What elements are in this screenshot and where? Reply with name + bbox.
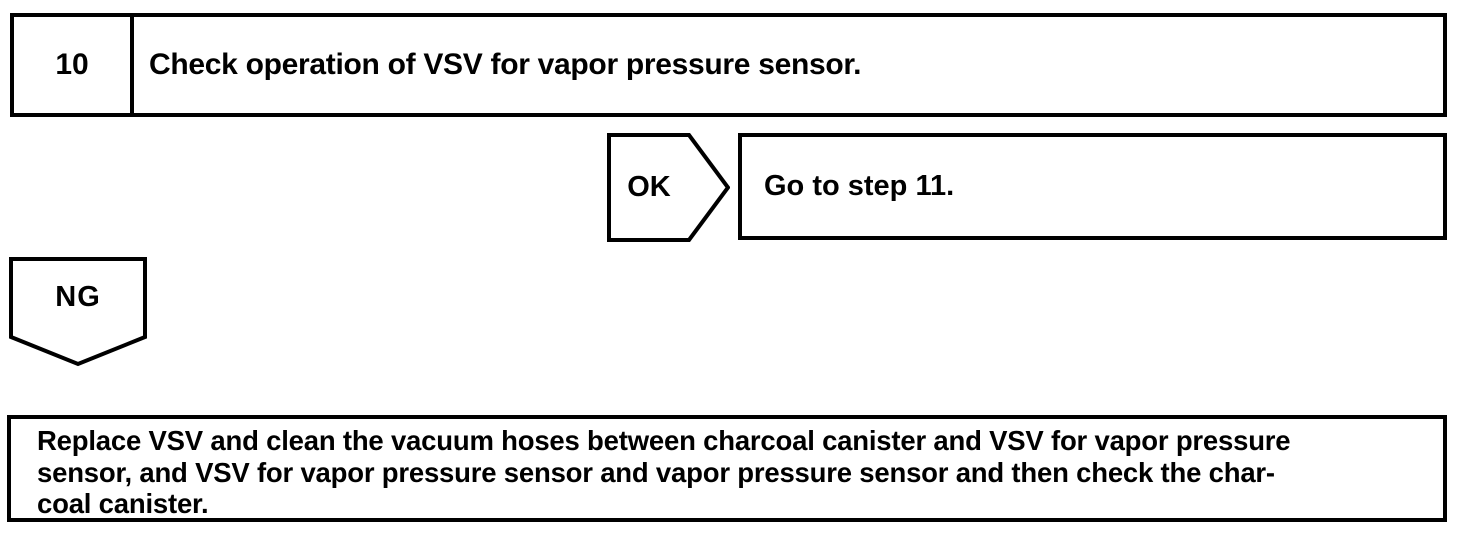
step-title: Check operation of VSV for vapor pressur…	[149, 48, 862, 81]
ng-action-text-line: coal canister.	[37, 488, 209, 519]
ng-connector-shape: NG	[9, 257, 147, 367]
ok-action-box: Go to step 11.	[738, 133, 1447, 240]
ok-action-text: Go to step 11.	[764, 170, 955, 202]
ng-action-text-line: Replace VSV and clean the vacuum hoses b…	[37, 425, 1291, 456]
step-number: 10	[14, 17, 134, 113]
right-arrow-pentagon-icon	[607, 133, 730, 242]
down-arrow-pentagon-icon	[9, 257, 147, 367]
ng-action-box: Replace VSV and clean the vacuum hoses b…	[7, 415, 1447, 522]
ng-action-text-line: sensor, and VSV for vapor pressure senso…	[37, 456, 1275, 488]
ng-label: NG	[55, 280, 101, 313]
ok-label: OK	[627, 171, 671, 203]
step-box: 10 Check operation of VSV for vapor pres…	[10, 13, 1447, 117]
ok-connector-shape: OK	[607, 133, 730, 242]
